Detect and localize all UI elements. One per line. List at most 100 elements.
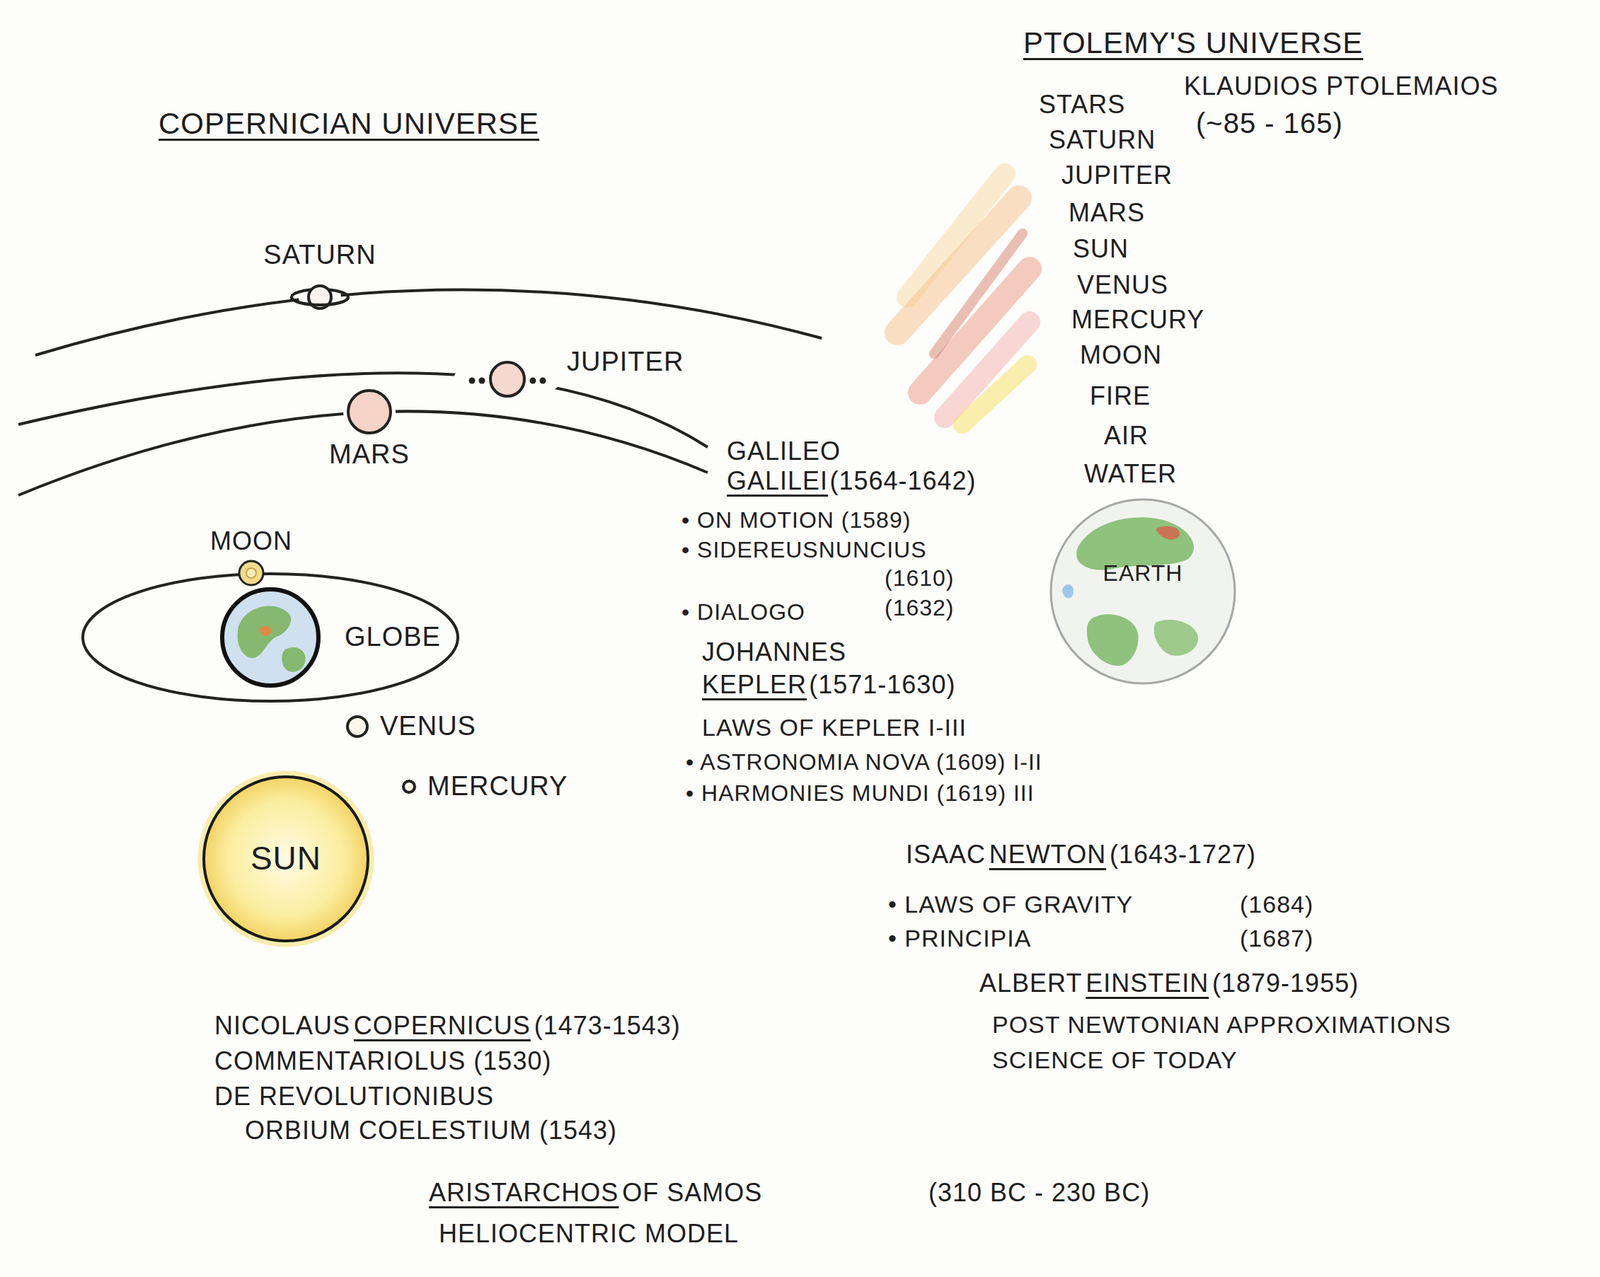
planet-label: SATURN [263, 239, 376, 272]
text-line: AIR [1103, 420, 1149, 451]
text-line: MARS [1068, 197, 1145, 228]
text-line: VENUS [1077, 269, 1169, 301]
note-label: GALILEO [726, 435, 841, 467]
note-label: (1564-1642) [829, 465, 976, 497]
text-line: FIRE [1089, 380, 1151, 412]
text-line: GALILEI(1564-1642) [726, 465, 977, 497]
note-label: • DIALOGO [681, 598, 806, 626]
planet-node: JUPITER [450, 356, 684, 402]
jupiter-moon-dot [539, 377, 547, 385]
note-label: MERCURY [1071, 304, 1205, 335]
planet-node: GLOBE [217, 584, 441, 691]
jupiter-moon-dot [530, 377, 537, 385]
planet-node: MARS [329, 384, 410, 472]
note-label: MOON [1079, 339, 1162, 371]
mars-body [348, 390, 391, 434]
earth-sea [1062, 584, 1074, 599]
streak [962, 364, 1028, 425]
note-label: (~85 - 165) [1195, 106, 1344, 141]
text-line: MOON [1079, 339, 1162, 371]
text-line: SUN [1072, 233, 1129, 264]
text-line: (~85 - 165) [1195, 106, 1344, 141]
diagram-title: COPERNICIAN UNIVERSE [158, 106, 540, 142]
note-label: (1879-1955) [1212, 968, 1359, 999]
note-label: LAWS OF KEPLER I-III [701, 713, 967, 743]
text-line: WATER [1084, 458, 1177, 489]
ptolemy-colour-streaks [897, 174, 1030, 425]
text-line: • LAWS OF GRAVITY [888, 890, 1133, 920]
note-label: KLAUDIOS PTOLEMAIOS [1183, 70, 1499, 102]
text-line: SCIENCE OF TODAY [992, 1045, 1238, 1075]
note-label: JOHANNES [701, 636, 847, 668]
planet-symbol [217, 584, 324, 691]
text-line: • ON MOTION (1589) [681, 506, 911, 534]
globe-sea [222, 589, 319, 686]
earth-land [1154, 619, 1199, 656]
globe-outline [222, 589, 319, 686]
note-label: (1684) [1239, 890, 1314, 920]
note-label: KEPLER [701, 669, 807, 700]
note-label: ORBIUM COELESTIUM (1543) [244, 1115, 618, 1146]
text-line: PTOLEMY'S UNIVERSE [1023, 25, 1363, 61]
planet-symbol [450, 356, 564, 402]
text-line: GALILEO [726, 435, 841, 467]
earth-land [1086, 614, 1139, 666]
text-line: • DIALOGO [681, 598, 806, 626]
text-line: (1632) [884, 594, 955, 622]
note-label: NICOLAUS [214, 1010, 351, 1041]
note-label: FIRE [1089, 380, 1151, 412]
text-line: LAWS OF KEPLER I-III [701, 713, 967, 743]
note-label: • PRINCIPIA [888, 924, 1032, 954]
text-line: POST NEWTONIAN APPROXIMATIONS [992, 1010, 1452, 1040]
text-line: DE REVOLUTIONIBUS [214, 1081, 494, 1112]
saturn-ring [291, 297, 349, 305]
note-label: (1610) [884, 564, 955, 592]
text-line: • PRINCIPIA [888, 924, 1032, 954]
text-line: KEPLER(1571-1630) [701, 669, 956, 700]
planet-label: MERCURY [427, 770, 568, 804]
text-line: (310 BC - 230 BC) [928, 1177, 1150, 1208]
planet-label: SUN [250, 839, 322, 879]
note-label: • HARMONIES MUNDI (1619) III [685, 779, 1035, 807]
note-label: WATER [1084, 458, 1177, 489]
jupiter-moon-dot [479, 377, 486, 385]
planet-symbol [1049, 498, 1237, 686]
planet-node: MOON [210, 525, 293, 588]
planet-node: SUN [197, 770, 375, 948]
note-label: ISAAC [905, 839, 986, 870]
note-label: VENUS [1077, 269, 1169, 301]
orbit-gap [453, 358, 562, 401]
note-label: (1687) [1239, 924, 1314, 954]
text-line: ISAACNEWTON(1643-1727) [905, 839, 1257, 870]
sun-disc [203, 777, 368, 942]
note-label: MARS [1068, 197, 1145, 228]
planet-label: MARS [329, 438, 410, 472]
note-label: • ON MOTION (1589) [681, 506, 911, 534]
note-label: POST NEWTONIAN APPROXIMATIONS [992, 1010, 1452, 1040]
venus-body [347, 716, 368, 737]
text-line: COMMENTARIOLUS (1530) [214, 1045, 552, 1077]
text-line: KLAUDIOS PTOLEMAIOS [1183, 70, 1499, 102]
planet-label: JUPITER [566, 346, 684, 379]
planet-label: VENUS [380, 710, 477, 744]
note-label: SATURN [1048, 124, 1156, 155]
note-label: EINSTEIN [1085, 968, 1209, 999]
note-label: COPERNICUS [353, 1010, 531, 1041]
text-line: ARISTARCHOSOF SAMOS [428, 1177, 763, 1208]
note-label: DE REVOLUTIONIBUS [214, 1081, 494, 1112]
planet-label: MOON [210, 525, 293, 557]
note-label: (1632) [884, 594, 955, 622]
globe-desert [259, 626, 272, 637]
note-label: PTOLEMY'S UNIVERSE [1023, 25, 1363, 61]
note-label: (1643-1727) [1109, 839, 1257, 870]
moon-orbit [82, 573, 458, 702]
planet-symbol [400, 778, 418, 796]
planet-label: EARTH [1103, 559, 1184, 587]
orbit-gap [298, 275, 342, 319]
text-line: • SIDEREUSNUNCIUS [681, 536, 927, 564]
planet-node: SATURN [263, 239, 376, 320]
sun-glow [200, 773, 372, 945]
text-line: SATURN [1048, 124, 1156, 155]
planet-symbol [237, 559, 266, 588]
mercury-body [403, 781, 415, 793]
